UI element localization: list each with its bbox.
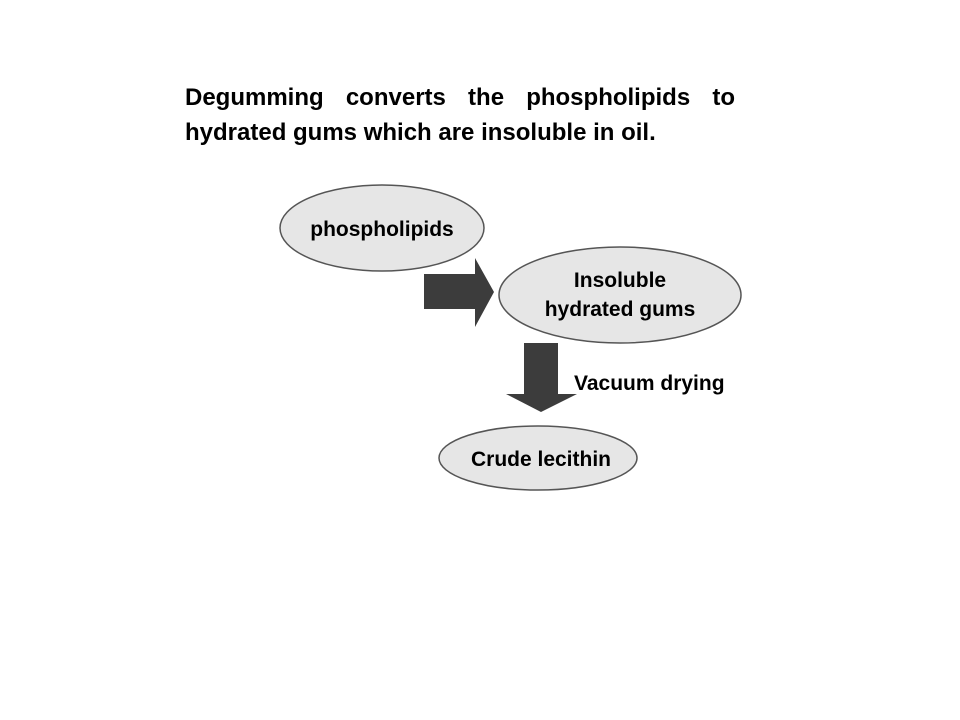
node-lecithin-label: Crude lecithin [471, 448, 611, 471]
node-phospholipids: phospholipids [279, 184, 485, 272]
node-gums-label-line1: Insoluble [574, 269, 666, 292]
node-phospholipids-label: phospholipids [310, 218, 453, 241]
node-crude-lecithin: Crude lecithin [438, 425, 638, 491]
node-gums-label-line2: hydrated gums [545, 298, 696, 321]
node-insoluble-hydrated-gums: Insoluble hydrated gums [498, 246, 742, 344]
arrow-right [424, 258, 494, 327]
arrow-down [506, 343, 577, 412]
node-lecithin-shape [438, 425, 638, 491]
node-gums-shape [498, 246, 742, 344]
intro-paragraph: Degumming converts the phospholipids to … [185, 84, 735, 146]
edge-label-vacuum-drying: Vacuum drying [574, 372, 725, 395]
node-phospholipids-shape [279, 184, 485, 272]
